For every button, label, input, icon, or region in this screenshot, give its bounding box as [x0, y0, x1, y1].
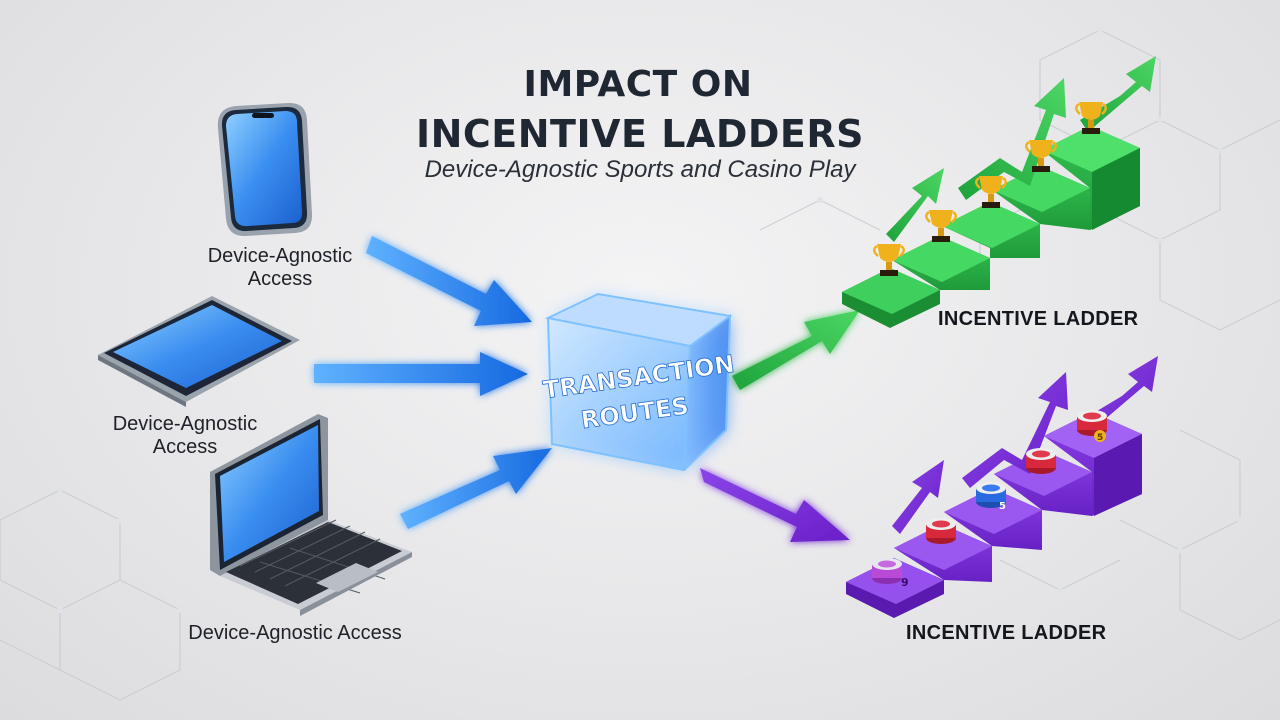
- phone-to-hub-arrow: [366, 236, 532, 326]
- phone-access-label: Device-Agnostic Access: [190, 245, 370, 291]
- trophy-icon: [873, 244, 905, 276]
- page-subtitle: Device-Agnostic Sports and Casino Play: [424, 156, 856, 183]
- tablet-label-line2: Access: [152, 436, 218, 458]
- hub-to-casino-ladder-arrow: [700, 468, 850, 542]
- laptop-icon: [210, 414, 412, 616]
- trophy-icon: [1075, 102, 1107, 134]
- smartphone-icon: [217, 102, 313, 237]
- background-nodes: [57, 27, 1243, 613]
- tablet-to-hub-arrow: [314, 352, 528, 396]
- tablet-label-line1: Device-Agnostic: [112, 413, 258, 435]
- chip-number: 5: [1097, 433, 1103, 443]
- tablet-icon: [98, 296, 300, 407]
- sports-incentive-ladder: [842, 126, 1140, 328]
- chip-stack-icon: [926, 518, 956, 544]
- phone-label-line2: Access: [247, 268, 313, 290]
- tablet-access-label: Device-Agnostic Access: [95, 413, 275, 459]
- trophy-icon: [925, 210, 957, 242]
- chip-number: 9: [901, 576, 909, 589]
- laptop-to-hub-arrow: [400, 448, 552, 529]
- casino-chip-stacks: 9 5 5: [872, 410, 1107, 589]
- transaction-routes-hub: TRANSACTION ROUTES: [541, 292, 737, 472]
- chip-stack-icon: 5: [1077, 410, 1107, 443]
- trophy-icon: [975, 176, 1007, 208]
- chip-number: 5: [999, 501, 1006, 512]
- hub-to-sports-ladder-arrow: [732, 310, 860, 390]
- casino-ladder-label: INCENTIVE LADDER: [906, 622, 1107, 644]
- laptop-access-label: Device-Agnostic Access: [188, 622, 402, 644]
- sports-ladder-label: INCENTIVE LADDER: [938, 308, 1139, 330]
- trophy-icon: [1025, 140, 1057, 172]
- page-title-line1: IMPACT ON: [523, 64, 753, 105]
- chip-stack-icon: 5: [976, 482, 1006, 512]
- phone-label-line1: Device-Agnostic: [207, 245, 353, 267]
- chip-stack-icon: [1026, 448, 1056, 474]
- chip-stack-icon: 9: [872, 558, 909, 589]
- trophy-icons: [873, 102, 1107, 276]
- page-title-line2: INCENTIVE LADDERS: [415, 112, 865, 156]
